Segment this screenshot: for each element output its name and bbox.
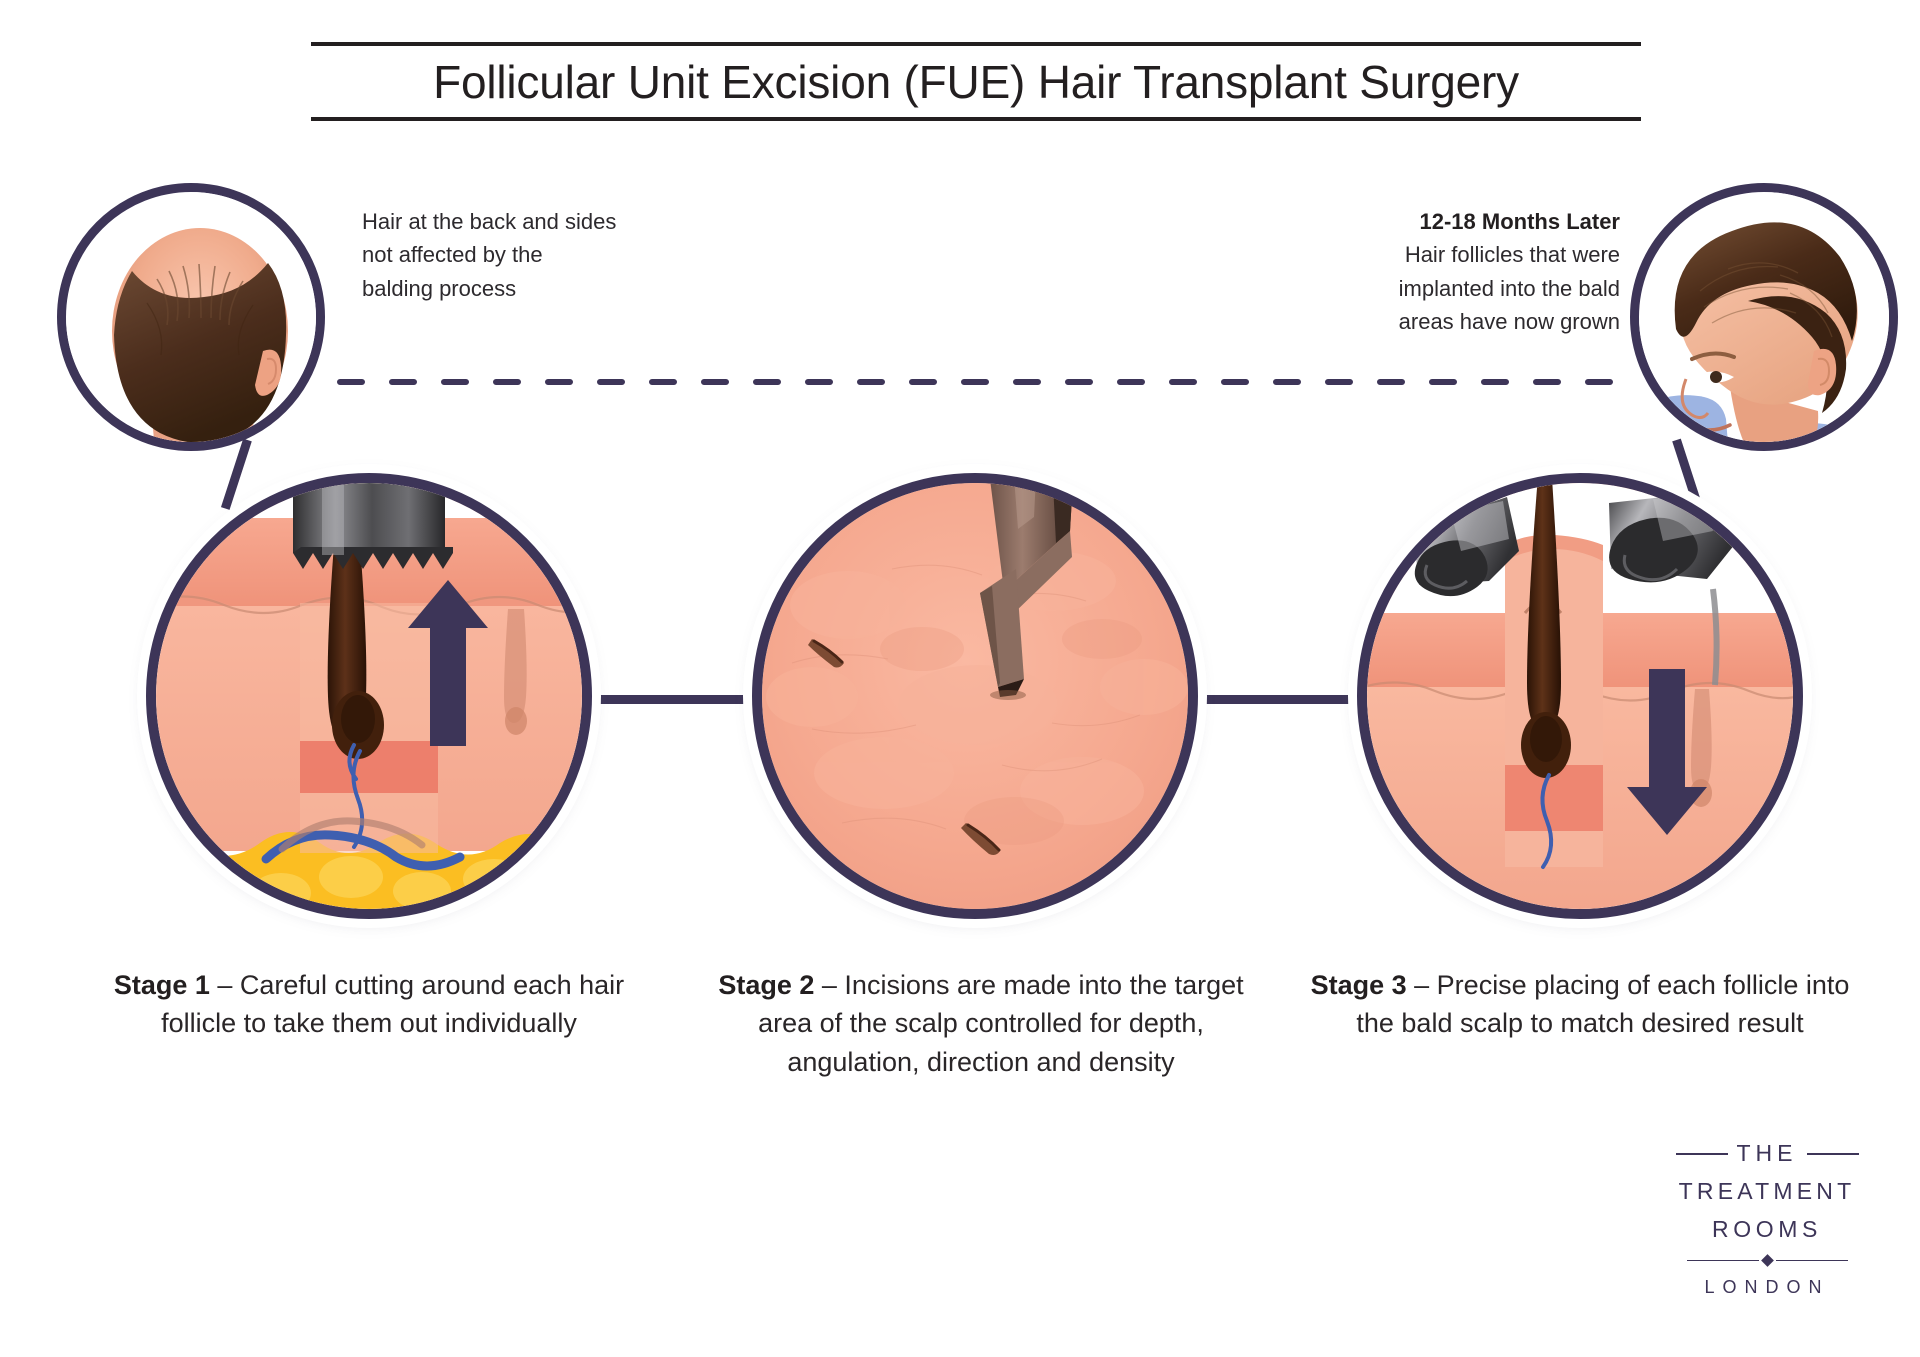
logo-treatment: TREATMENT: [1678, 1178, 1856, 1204]
stage-2-label: Stage 2: [718, 970, 815, 1000]
left-callout-line1: Hair at the back and sides: [362, 209, 617, 234]
logo-the: THE: [1736, 1140, 1798, 1166]
diamond-icon: [1760, 1254, 1774, 1267]
blade-making-incisions-graphic: [762, 483, 1188, 909]
stage-2-dash: –: [814, 970, 845, 1000]
title-rule-top: [311, 42, 1641, 46]
incision-slit-2: [961, 823, 1001, 855]
right-callout-line2: implanted into the bald: [1398, 275, 1620, 301]
logo-london: LONDON: [1704, 1277, 1830, 1297]
logo-rooms: ROOMS: [1712, 1216, 1822, 1242]
connector-stage2-stage3: [1185, 695, 1365, 704]
stage-1-illustration: [146, 473, 592, 919]
logo-the-row: THE: [1642, 1140, 1892, 1167]
brand-logo: THE TREATMENT ROOMS LONDON: [1642, 1140, 1892, 1298]
stage-1-label: Stage 1: [113, 970, 210, 1000]
logo-divider-line-left: [1686, 1260, 1759, 1261]
right-head-circle: [1630, 183, 1898, 451]
dashed-divider: [337, 379, 1627, 385]
right-callout-line1: Hair follicles that were: [1404, 242, 1620, 268]
restored-hair-head-image: [1639, 192, 1889, 442]
logo-dash-right: [1806, 1152, 1859, 1155]
stage-2-caption: Stage 2 – Incisions are made into the ta…: [700, 966, 1262, 1081]
up-arrow-icon: [408, 580, 488, 746]
stage-3-text: Precise placing of each follicle into th…: [1356, 970, 1850, 1039]
right-callout-text: 12-18 Months Later Hair follicles that w…: [1220, 205, 1620, 339]
right-callout-heading: 12-18 Months Later: [1419, 209, 1621, 234]
logo-diamond-divider: [1642, 1254, 1892, 1267]
page-title-block: Follicular Unit Excision (FUE) Hair Tran…: [311, 42, 1641, 122]
down-arrow-icon: [1627, 669, 1707, 835]
stage-3-illustration: [1357, 473, 1803, 919]
incision-slit-1: [808, 639, 844, 668]
stage-2-illustration: [752, 473, 1198, 919]
stage-1-text: Careful cutting around each hair follicl…: [161, 970, 625, 1039]
logo-divider-line-right: [1775, 1260, 1848, 1261]
stage-3-label: Stage 3: [1310, 970, 1407, 1000]
page-title: Follicular Unit Excision (FUE) Hair Tran…: [433, 56, 1519, 108]
balding-head-back-image: [66, 192, 316, 442]
left-callout-line3: balding process: [362, 275, 517, 301]
logo-dash-left: [1675, 1152, 1728, 1155]
forceps-implanting-graft-graphic: [1367, 483, 1793, 909]
punch-tool-extracting-follicle-graphic: [156, 483, 582, 909]
stage-1-caption: Stage 1 – Careful cutting around each ha…: [96, 966, 642, 1043]
stage-2-text: Incisions are made into the target area …: [758, 970, 1244, 1077]
title-rule-bottom: [311, 117, 1641, 122]
stage-1-dash: –: [209, 970, 240, 1000]
left-head-circle: [57, 183, 325, 451]
left-callout-line2: not affected by the: [362, 242, 543, 268]
right-callout-line3: areas have now grown: [1398, 309, 1620, 335]
left-callout-text: Hair at the back and sides not affected …: [362, 205, 762, 305]
stage-3-dash: –: [1406, 970, 1437, 1000]
stage-3-caption: Stage 3 – Precise placing of each follic…: [1300, 966, 1860, 1043]
connector-stage1-stage2: [590, 695, 770, 704]
